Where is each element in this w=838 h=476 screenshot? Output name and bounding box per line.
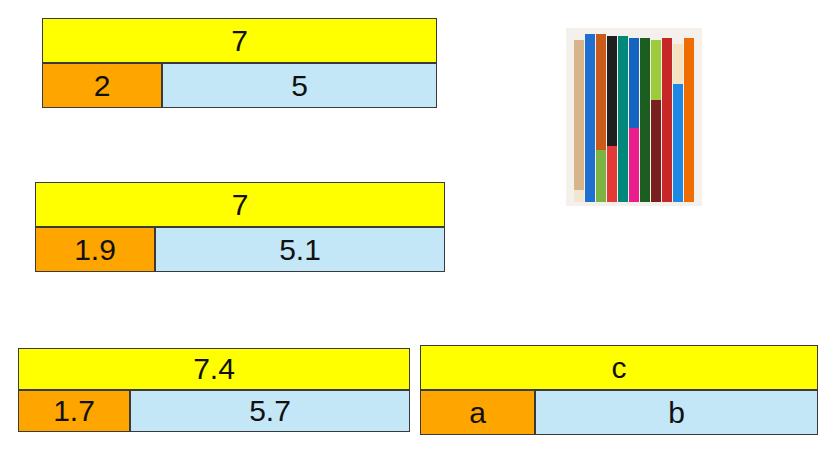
bar-value: a <box>469 398 486 428</box>
bar-value: 2 <box>94 71 111 101</box>
part-bar: 2 <box>42 63 162 108</box>
bar-value: b <box>668 398 685 428</box>
bar-value: 1.9 <box>74 235 116 265</box>
whole-bar: 7 <box>35 182 445 227</box>
part-bar: 1.9 <box>35 227 155 272</box>
part-bar: 1.7 <box>18 390 130 432</box>
bar-value: 7 <box>232 190 249 220</box>
part-bar: 5.7 <box>130 390 410 432</box>
bar-value: 5.7 <box>249 396 291 426</box>
part-bar: b <box>535 390 818 435</box>
whole-bar: 7.4 <box>18 348 410 390</box>
part-bar: 5.1 <box>155 227 445 272</box>
bar-value: 5 <box>291 71 308 101</box>
bar-value: 5.1 <box>279 235 321 265</box>
bar-value: 7.4 <box>193 354 235 384</box>
whole-bar: 7 <box>42 18 437 63</box>
bar-value: 7 <box>231 26 248 56</box>
rods-illustration <box>566 28 702 206</box>
bar-value: 1.7 <box>53 396 95 426</box>
bar-value: c <box>612 353 627 383</box>
whole-bar: c <box>420 345 818 390</box>
part-bar: a <box>420 390 535 435</box>
part-bar: 5 <box>162 63 437 108</box>
